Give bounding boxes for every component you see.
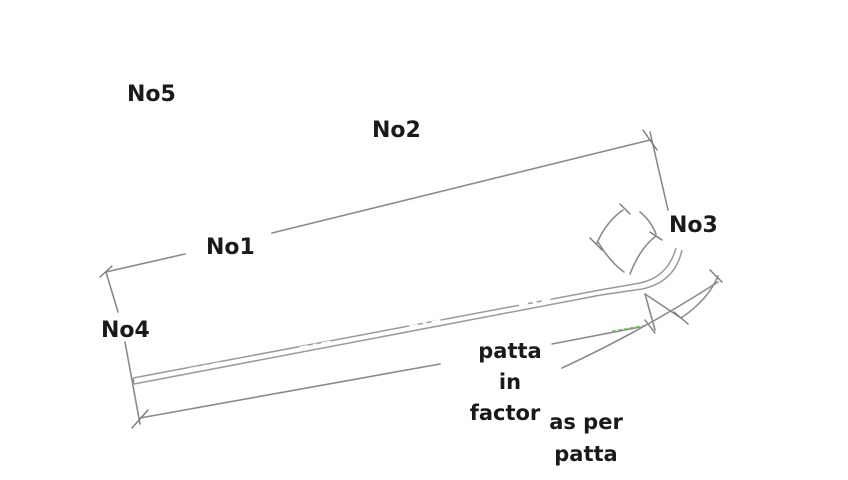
note-patta-in-factor-line-1: patta bbox=[478, 339, 541, 363]
dimension-bottom-line bbox=[131, 319, 656, 429]
bend-angle-dimension bbox=[589, 203, 663, 275]
note-as-per-patta: as per patta bbox=[549, 410, 623, 466]
label-no5: No5 bbox=[127, 82, 176, 107]
label-no1: No1 bbox=[206, 235, 255, 260]
dimension-no4-line bbox=[105, 271, 141, 425]
note-patta-in-factor-line-2: in bbox=[499, 370, 521, 394]
label-no4: No4 bbox=[101, 318, 150, 343]
note-patta-in-factor-line-3: factor bbox=[470, 401, 541, 425]
note-as-per-patta-line-1: as per bbox=[549, 410, 623, 434]
rebar-bar bbox=[132, 247, 683, 385]
note-as-per-patta-line-2: patta bbox=[554, 442, 617, 466]
label-no3: No3 bbox=[669, 213, 718, 238]
label-no2: No2 bbox=[372, 118, 421, 143]
hook-dimension bbox=[561, 269, 723, 369]
note-patta-in-factor: patta in factor bbox=[470, 339, 542, 425]
dimension-no1-line bbox=[99, 253, 186, 278]
dimension-no2-line bbox=[271, 129, 669, 234]
